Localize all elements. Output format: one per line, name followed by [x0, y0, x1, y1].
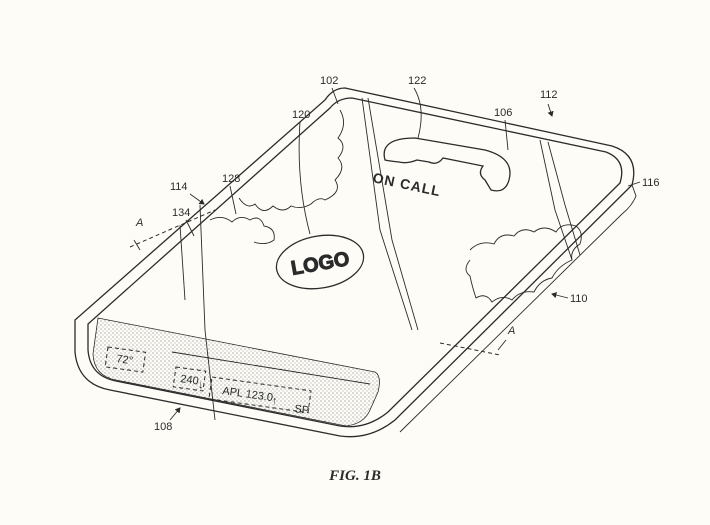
left-edge-curve [199, 204, 216, 421]
ref-122: 122 [408, 75, 426, 87]
ref-134: 134 [172, 207, 190, 219]
temperature-box [104, 346, 147, 373]
altitude-readout: 240 [180, 373, 200, 387]
device-outer-edge [74, 87, 635, 438]
tree-texture-right [465, 224, 582, 303]
temperature-readout: 72° [116, 353, 134, 367]
ref-114: 114 [170, 181, 188, 193]
section-mark-left: A [135, 217, 143, 229]
lower-display-region [92, 317, 380, 427]
right-edge-curve [539, 139, 573, 261]
ref-116: 116 [642, 177, 660, 189]
ref-106: 106 [494, 107, 512, 119]
tree-texture-left [209, 217, 275, 245]
tree-texture-upper [238, 109, 344, 211]
altitude-box [172, 366, 207, 392]
phone-handset-icon [383, 137, 511, 192]
ref-110: 110 [570, 293, 588, 305]
section-line [129, 209, 216, 248]
device-side-edge [399, 184, 637, 433]
status-divider [171, 351, 371, 385]
sp-readout: SP [294, 403, 310, 417]
ref-108: 108 [154, 421, 172, 433]
up-arrow-icon: ↑ [272, 395, 278, 407]
section-mark-right: A [507, 325, 515, 337]
section-line-right [439, 342, 501, 356]
logo-badge: LOGO [275, 234, 365, 290]
figure-caption: FIG. 1B [328, 468, 381, 484]
ref-128: 128 [222, 173, 240, 185]
right-edge-curve-2 [547, 141, 581, 256]
ref-112: 112 [540, 89, 558, 101]
device-inner-edge [87, 97, 623, 428]
ref-102: 102 [320, 75, 338, 87]
on-call-label: ON CALL [371, 169, 442, 199]
crease-line [361, 97, 413, 331]
down-arrow-icon: ↓ [198, 379, 204, 391]
ticker-box [208, 376, 312, 414]
crease-line-2 [367, 97, 419, 331]
front-edge-curve [179, 224, 186, 301]
ref-120: 120 [292, 109, 310, 121]
